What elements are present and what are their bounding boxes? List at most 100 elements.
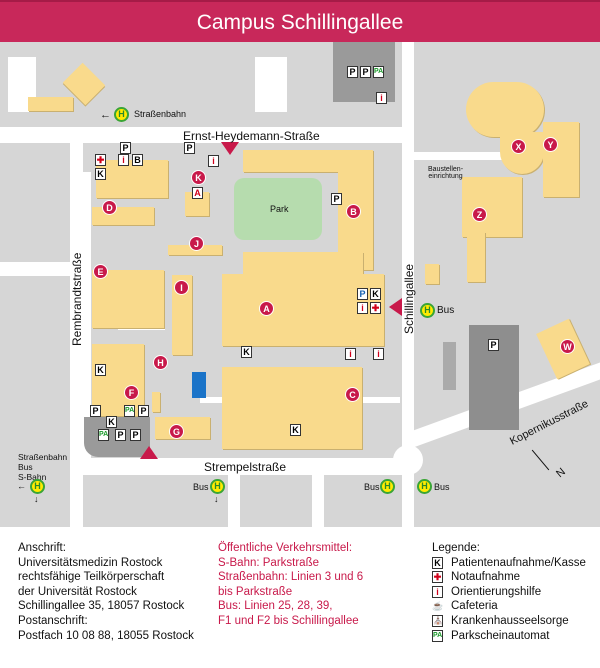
address-line: rechtsfähige Teilkörperschaft (18, 571, 165, 584)
bus-stop-icon[interactable]: H (210, 479, 225, 494)
emergency-icon: ✚ (432, 571, 443, 584)
marker-e[interactable]: E (93, 264, 108, 279)
marker-b[interactable]: B (346, 204, 361, 219)
left-stop-label: Straßenbahn Bus S-Bahn (18, 452, 68, 482)
building-b-icon: B (132, 154, 143, 166)
building-east-small (425, 264, 439, 284)
address-line: der Universität Rostock (18, 585, 137, 598)
admission-icon: K (432, 556, 443, 569)
info-icon: i (118, 154, 129, 166)
legend-item: ✚ Notaufnahme (432, 570, 586, 585)
marker-a[interactable]: A (259, 301, 274, 316)
tram-stop-label: Straßenbahn (134, 109, 187, 119)
emergency-icon: ✚ (370, 302, 381, 314)
bus-stop-label: Bus (437, 305, 455, 316)
marker-j[interactable]: J (189, 236, 204, 251)
building-grey (443, 342, 456, 390)
building-h (152, 392, 160, 412)
legend-item: ⛪ Krankenhausseelsorge (432, 614, 586, 629)
north-arrow: N (554, 465, 568, 481)
road-inner-2 (83, 172, 91, 458)
building-e (92, 270, 164, 328)
road-rembrandt (70, 143, 83, 527)
building-z (462, 177, 522, 237)
legend-item: ☕Cafeteria (432, 599, 586, 614)
transit-stop-icon[interactable]: H (30, 479, 45, 494)
building-b-top (243, 150, 363, 172)
road-west (0, 262, 83, 276)
ticket-machine-icon: PA (373, 66, 384, 78)
marker-k[interactable]: K (191, 170, 206, 185)
marker-z[interactable]: Z (472, 207, 487, 222)
building-c (222, 367, 362, 449)
marker-x[interactable]: X (511, 139, 526, 154)
marker-d[interactable]: D (102, 200, 117, 215)
address-line: Postanschrift: (18, 614, 88, 627)
marker-y[interactable]: Y (543, 137, 558, 152)
construction-label: Baustellen- einrichtung (428, 166, 464, 180)
campus-map[interactable]: Park A B C D E F G H I J K W X Y Z P P P… (0, 42, 600, 527)
ticket-machine-icon: PA (98, 429, 109, 441)
admission-icon: K (290, 424, 301, 436)
north-arrow-line (531, 449, 550, 471)
building-f (92, 344, 144, 416)
tram-stop-icon[interactable]: H (114, 107, 129, 122)
building-top-left (28, 97, 73, 111)
transit-line: F1 und F2 bis Schillingallee (218, 614, 359, 627)
info-icon: i (357, 302, 368, 314)
building-i (172, 275, 192, 355)
info-icon: i (345, 348, 356, 360)
chapel-icon: ⛪ (432, 615, 443, 628)
street-rembrandt: Rembrandtstraße (70, 252, 84, 346)
marker-g[interactable]: G (169, 424, 184, 439)
marker-w[interactable]: W (560, 339, 575, 354)
parking-icon: P (331, 193, 342, 205)
legend-label: Orientierungshilfe (451, 585, 542, 598)
bus-stop-label: Bus (364, 482, 380, 492)
address-line: Anschrift: (18, 542, 66, 554)
road-strempel (70, 458, 410, 475)
address-line: Schillingallee 35, 18057 Rostock (18, 600, 185, 613)
marker-c[interactable]: C (345, 387, 360, 402)
building-a-upper (243, 252, 363, 277)
admission-icon: K (370, 288, 381, 300)
legend-label: Notaufnahme (451, 571, 521, 584)
page-title: Campus Schillingallee (0, 0, 600, 42)
arrow-down: ↓ (34, 494, 39, 504)
bus-stop-icon[interactable]: H (380, 479, 395, 494)
parking-icon: P (347, 66, 358, 78)
admission-icon: K (95, 364, 106, 376)
bus-stop-icon[interactable]: H (417, 479, 432, 494)
admission-icon: K (95, 168, 106, 180)
transit-line: Öffentliche Verkehrsmittel: (218, 542, 353, 554)
parking-icon: P (90, 405, 101, 417)
park-label: Park (270, 204, 289, 214)
info-icon: i (373, 348, 384, 360)
street-strempel: Strempelstraße (204, 460, 287, 474)
parking-icon: P (120, 142, 131, 154)
arrow-left: ← (17, 481, 26, 491)
legend-label: Cafeteria (451, 600, 498, 613)
parking-icon: P (115, 429, 126, 441)
disabled-parking-icon: P (130, 429, 141, 441)
marker-f[interactable]: F (124, 385, 139, 400)
chapel-icon: P (357, 288, 368, 300)
building-d-lower (92, 207, 154, 225)
bus-stop-label: Bus (193, 482, 209, 492)
address-line: Postfach 10 08 88, 18055 Rostock (18, 629, 194, 642)
main-entrance-east (389, 298, 402, 316)
marker-h[interactable]: H (153, 355, 168, 370)
parking-icon: P (184, 142, 195, 154)
building-y (543, 122, 579, 197)
legend-label: Krankenhausseelsorge (451, 614, 569, 627)
disabled-parking-icon: P (360, 66, 371, 78)
roundabout (393, 445, 423, 475)
legend-label: Parkscheinautomat (451, 629, 550, 642)
marker-i[interactable]: I (174, 280, 189, 295)
pharmacy-icon: A (192, 187, 203, 199)
road-south-1 (228, 472, 240, 527)
building-z-lower (467, 232, 485, 282)
admission-icon: K (106, 416, 117, 428)
bus-stop-icon[interactable]: H (420, 303, 435, 318)
